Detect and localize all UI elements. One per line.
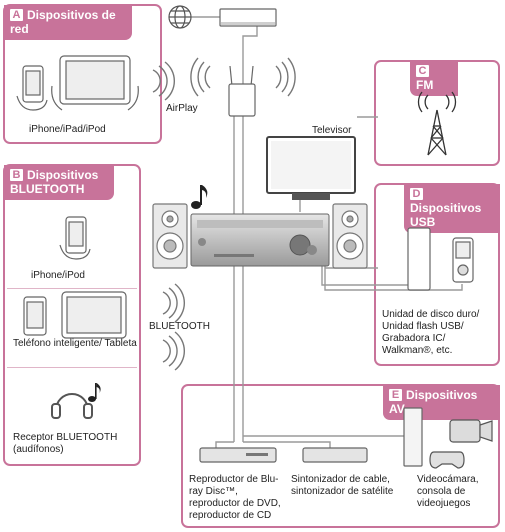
headphones-icon <box>51 393 93 419</box>
camera-label: Videocámara, consola de videojuegos <box>417 474 479 509</box>
headphones-label: Receptor BLUETOOTH (audífonos) <box>13 432 118 455</box>
panel-letter: C <box>416 65 429 77</box>
panel-title: Dispositivos AV <box>389 388 478 416</box>
speaker-icon <box>332 203 368 269</box>
panel-title: Dispositivos BLUETOOTH <box>10 168 99 196</box>
speaker-icon <box>152 203 188 269</box>
tv-icon <box>266 136 356 200</box>
iphone-ipad-ipod-label: iPhone/iPad/iPod <box>29 124 106 135</box>
receiver-icon <box>190 213 330 267</box>
globe-icon <box>168 5 192 29</box>
game-console-icon <box>403 407 423 467</box>
bt-iphone-icon <box>59 216 91 260</box>
connection-lines <box>191 16 463 448</box>
set-top-box-icon <box>302 447 368 463</box>
tv-label: Televisor <box>312 125 352 136</box>
iphone-icon <box>16 65 48 111</box>
walkman-icon <box>452 237 474 283</box>
separator <box>7 288 137 289</box>
gamepad-icon <box>429 451 465 469</box>
panel-letter: D <box>410 188 423 200</box>
tuner-label: Sintonizador de cable, sintonizador de s… <box>291 474 394 497</box>
ipad-icon <box>51 55 139 111</box>
music-note-icon <box>88 185 208 402</box>
bt-iphone-label: iPhone/iPod <box>31 270 85 281</box>
bluetooth-label: BLUETOOTH <box>149 321 210 332</box>
airplay-label: AirPlay <box>166 103 198 114</box>
panel-title: Dispositivos USB <box>410 201 482 229</box>
bluray-label: Reproductor de Blu-ray Disc™, reproducto… <box>189 474 281 521</box>
bluray-player-icon <box>199 447 277 463</box>
separator <box>7 367 137 368</box>
fm-tower-icon <box>417 91 457 156</box>
panel-letter: E <box>389 389 402 401</box>
hdd-icon <box>407 227 431 291</box>
smartphone-icon <box>23 296 47 336</box>
tablet-icon <box>61 291 127 339</box>
phone-tablet-label: Teléfono inteligente/ Tableta <box>13 338 137 349</box>
panel-usb-tab: DDispositivos USB <box>404 184 500 233</box>
router-icon <box>219 8 277 27</box>
camcorder-icon <box>449 419 493 443</box>
panel-usb-devices: DDispositivos USB Unidad de disco duro/ … <box>374 183 500 366</box>
panel-title: FM <box>416 78 434 92</box>
panel-letter: A <box>10 9 23 21</box>
panel-title: Dispositivos de red <box>10 8 116 36</box>
usb-devices-label: Unidad de disco duro/ Unidad flash USB/ … <box>382 309 480 356</box>
panel-fm-tab: CFM <box>410 61 458 96</box>
wifi-waves-icon <box>152 57 296 371</box>
wifi-router-icon <box>228 65 256 117</box>
panel-letter: B <box>10 169 23 181</box>
